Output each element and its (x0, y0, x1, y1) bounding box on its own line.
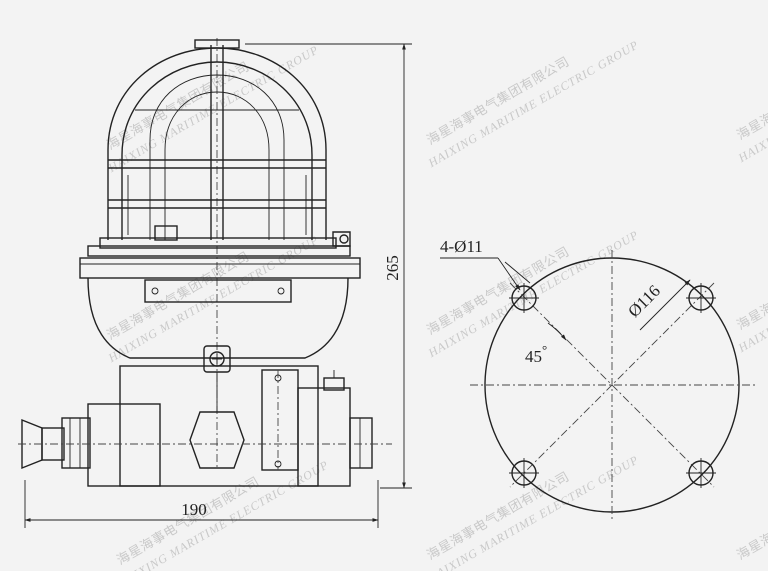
width-label: 190 (181, 500, 207, 519)
watermark-group: 海星海事电气集团有限公司 HAIXING MARITIME ELECTRIC G… (104, 32, 768, 571)
angle-label: 45° (525, 342, 547, 366)
right-cable-gland (349, 417, 373, 469)
watermark-cn-9: 海星海事电气集团有限公司 (734, 469, 768, 564)
width-dimension: 190 (24, 480, 379, 528)
height-dimension: 265 (245, 43, 412, 489)
center-nut (189, 411, 245, 469)
nameplate (144, 279, 292, 303)
watermark-cn-3: 海星海事电气集团有限公司 (734, 49, 768, 144)
left-cable-gland (61, 417, 91, 469)
watermark-en-3: HAIXING MARITIME ELECTRIC GROUP (735, 32, 768, 165)
watermark-en-6: HAIXING MARITIME ELECTRIC GROUP (735, 222, 768, 355)
lamp-side-view (18, 38, 392, 487)
watermark-en-2: HAIXING MARITIME ELECTRIC GROUP (425, 37, 641, 170)
bolt-holes (509, 283, 716, 488)
watermark-en-7: HAIXING MARITIME ELECTRIC GROUP (115, 457, 331, 571)
bolt-circle-label: Ø116 (624, 281, 664, 321)
bolt-hole-label: 4-Ø11 (440, 237, 483, 256)
height-label: 265 (383, 255, 402, 281)
mounting-plan-view: 4-Ø11 Ø116 45° (440, 237, 755, 520)
watermark-cn-6: 海星海事电气集团有限公司 (734, 239, 768, 334)
